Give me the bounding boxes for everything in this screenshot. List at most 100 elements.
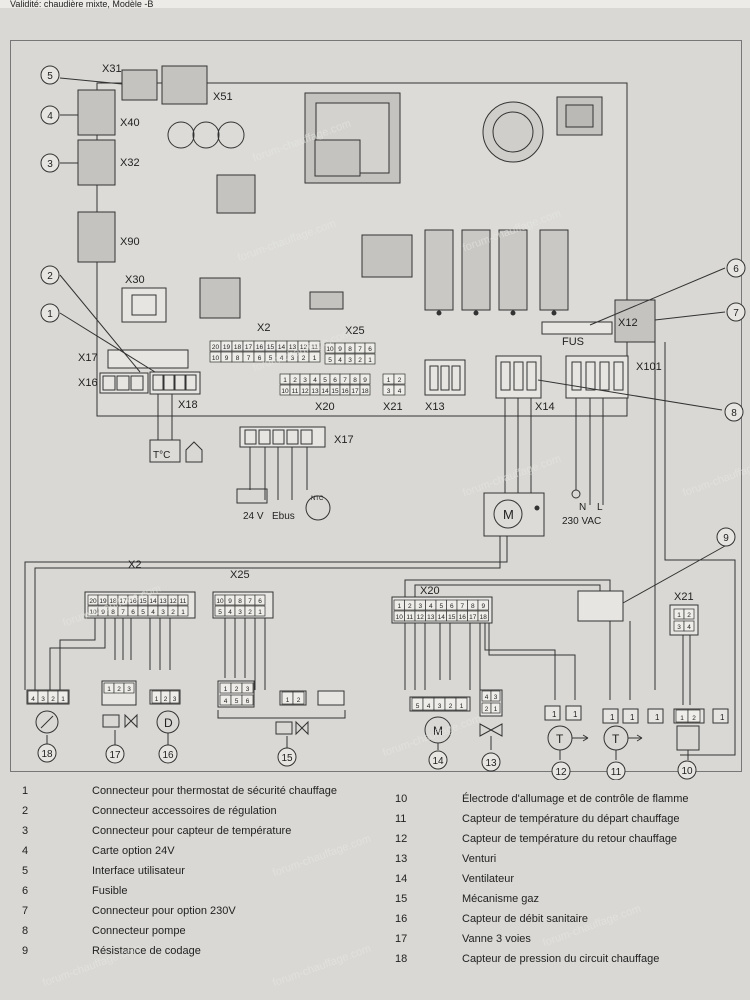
callout-4-num: 4 xyxy=(47,111,53,122)
wiring-diagram: 1 2 3 4 5 6 7 8 9 10 11 12 13 14 15 16 1… xyxy=(24,63,746,780)
callout-1 xyxy=(40,303,60,323)
label-x14: X14 xyxy=(535,401,555,413)
coding-resistor xyxy=(577,590,624,622)
callout-9-num: 9 xyxy=(723,533,729,544)
x20b-top-pin xyxy=(477,599,489,611)
legend-right-text: Vanne 3 voies xyxy=(462,933,531,945)
relay xyxy=(498,229,528,311)
label-ebus: Ebus xyxy=(272,511,295,522)
x2-bottom-pin-label: 2 xyxy=(302,355,306,362)
x20-top-pin-label: 6 xyxy=(333,377,337,384)
label-x12: X12 xyxy=(618,317,638,329)
label-x21: X21 xyxy=(383,401,403,413)
gas15-side-pin-label: 1 xyxy=(286,697,290,704)
x2b-bottom-pin-label: 9 xyxy=(101,609,105,616)
callout-3-num: 3 xyxy=(47,159,53,170)
gas15-top-pin-label: 3 xyxy=(246,686,250,693)
label-x30: X30 xyxy=(125,274,145,286)
gas15-bottom-pin-label: 5 xyxy=(235,698,239,705)
x25b-top-pin-label: 9 xyxy=(228,598,232,605)
single-pin-label: 1 xyxy=(610,713,615,722)
callout-14 xyxy=(428,750,448,770)
callout-11 xyxy=(606,761,626,780)
x25-bottom-pin-label: 1 xyxy=(368,357,372,364)
label-x17: X17 xyxy=(78,352,98,364)
x25-bottom-pin-label: 4 xyxy=(338,357,342,364)
x2-top-pin-label: 16 xyxy=(256,344,264,351)
single-pin-label: 1 xyxy=(720,713,725,722)
x25b-top-pin-label: 6 xyxy=(258,598,262,605)
legend-left-num: 9 xyxy=(22,945,29,957)
legend-right-text: Capteur de température du départ chauffa… xyxy=(462,813,680,825)
legend-left-text: Connecteur pour option 230V xyxy=(92,905,236,917)
x2-top-pin-label: 17 xyxy=(245,344,253,351)
thermostat xyxy=(149,439,181,463)
x20b-top-pin-label: 8 xyxy=(471,603,475,610)
gas15-bottom-pin-label: 6 xyxy=(246,698,250,705)
legend-right-num: 15 xyxy=(395,893,408,905)
x21b-bottom-pin-label: 4 xyxy=(687,624,691,631)
callout-8 xyxy=(724,402,744,422)
label-ntc: NTC xyxy=(311,496,324,502)
legend-right-num: 12 xyxy=(395,833,408,845)
legend-left-text: Connecteur pour thermostat de sécurité c… xyxy=(92,785,338,797)
x20b-bottom-pin-label: 18 xyxy=(480,614,488,621)
sensor18-pin-label: 2 xyxy=(51,696,55,703)
x20-bottom-pin xyxy=(359,384,371,396)
x2-bottom-pin-label: 7 xyxy=(247,355,251,362)
venturi13-top-pin xyxy=(490,690,501,702)
label-x101: X101 xyxy=(636,361,662,373)
label-x17-ext: X17 xyxy=(334,434,354,446)
x20b-bottom-pin-label: 14 xyxy=(438,614,446,621)
x2b-top-pin-label: 14 xyxy=(149,598,157,605)
legend-right-num: 10 xyxy=(395,793,408,805)
x20b-bottom-pin-label: 15 xyxy=(448,614,456,621)
x20-bottom-pin-label: 15 xyxy=(331,388,339,395)
callout-7-num: 7 xyxy=(733,308,739,319)
legend-right-num: 11 xyxy=(395,813,407,825)
label-x18: X18 xyxy=(178,399,198,411)
pressure-sensor xyxy=(35,710,59,734)
callout-15 xyxy=(277,747,297,767)
x21b-bottom-pin-label: 3 xyxy=(677,624,681,631)
x25-top-pin-label: 6 xyxy=(368,346,372,353)
x20-bottom-pin-label: 10 xyxy=(281,388,289,395)
label-x20-bottom: X20 xyxy=(420,585,440,597)
x20b-bottom-pin xyxy=(477,610,489,622)
x20-bottom-pin-label: 12 xyxy=(301,388,309,395)
callout-13 xyxy=(481,752,501,772)
label-x16: X16 xyxy=(78,377,98,389)
sensor16-pin xyxy=(169,690,180,704)
x2b-top-pin-label: 12 xyxy=(169,598,177,605)
gas15-side-pin xyxy=(292,691,305,705)
x25-bottom-pin xyxy=(364,353,376,365)
x25-top-pin xyxy=(364,342,376,354)
valve17-top-pin-label: 2 xyxy=(117,686,121,693)
callout-5-num: 5 xyxy=(47,71,53,82)
callout-18 xyxy=(37,743,57,763)
x25-top-pin-label: 9 xyxy=(338,346,342,353)
venturi13-top-pin-label: 3 xyxy=(494,694,498,701)
label-x90: X90 xyxy=(120,236,140,248)
fan14-pin-label: 3 xyxy=(438,703,442,710)
x20-top-pin xyxy=(359,373,371,385)
x2-bottom-pin-label: 8 xyxy=(236,355,240,362)
x20b-top-pin-label: 6 xyxy=(450,603,454,610)
fan14-pin-label: 5 xyxy=(416,703,420,710)
fuse xyxy=(541,321,613,335)
callout-12-num: 12 xyxy=(555,767,567,778)
callout-6-num: 6 xyxy=(733,264,739,275)
x20-top-pin-label: 8 xyxy=(353,377,357,384)
legend-right-text: Capteur de température du retour chauffa… xyxy=(462,833,678,845)
x20b-top-pin-label: 9 xyxy=(481,603,485,610)
x2-top-pin-label: 20 xyxy=(212,344,220,351)
x2-top-pin-label: 14 xyxy=(278,344,286,351)
x21b-top-pin-label: 2 xyxy=(687,612,691,619)
sensor18-pin-label: 4 xyxy=(31,696,35,703)
x25b-bottom-pin-label: 2 xyxy=(248,609,252,616)
connector-x40 xyxy=(77,89,116,136)
gas15-bottom-pin-label: 4 xyxy=(224,698,228,705)
x2-top-pin-label: 12 xyxy=(300,344,308,351)
x2b-top-pin-label: 16 xyxy=(129,598,137,605)
sensor18-pin-label: 1 xyxy=(61,696,65,703)
